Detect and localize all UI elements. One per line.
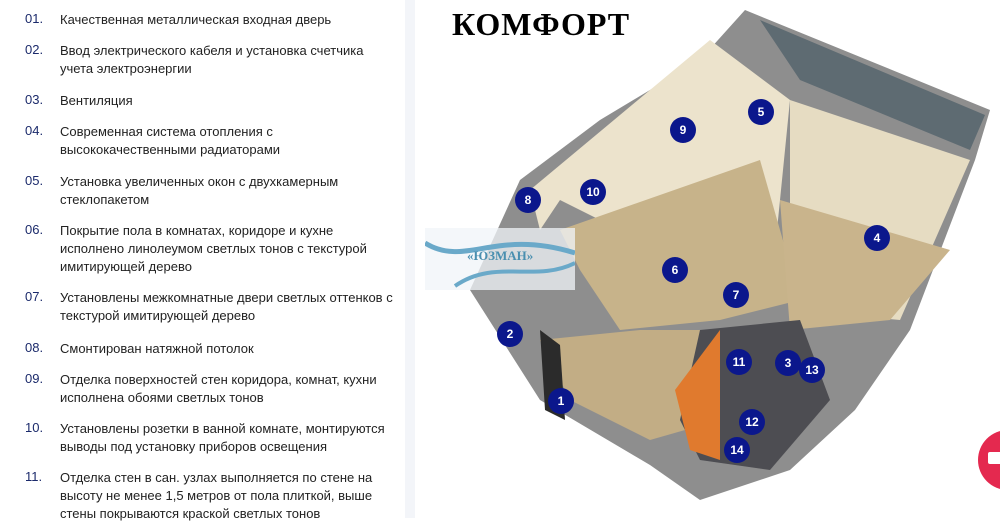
plan-marker[interactable]: 14	[724, 437, 750, 463]
feature-number: 02.	[25, 42, 44, 57]
plan-marker[interactable]: 11	[726, 349, 752, 375]
feature-text: Отделка поверхностей стен коридора, комн…	[60, 372, 377, 405]
feature-number: 11.	[25, 469, 43, 484]
feature-text: Ввод электрического кабеля и установка с…	[60, 43, 364, 76]
plan-marker[interactable]: 13	[799, 357, 825, 383]
feature-number: 03.	[25, 92, 44, 107]
feature-text: Отделка стен в сан. узлах выполняется по…	[60, 470, 373, 521]
feature-number: 09.	[25, 371, 44, 386]
feature-number: 08.	[25, 340, 44, 355]
plan-marker[interactable]: 1	[548, 388, 574, 414]
feature-number: 07.	[25, 289, 44, 304]
features-list: 01. Качественная металлическая входная дв…	[0, 0, 412, 521]
plan-marker[interactable]: 8	[515, 187, 541, 213]
feature-text: Покрытие пола в комнатах, коридоре и кух…	[60, 223, 367, 274]
feature-number: 01.	[25, 11, 44, 26]
feature-text: Современная система отопления с высокока…	[60, 124, 281, 157]
plan-marker[interactable]: 2	[497, 321, 523, 347]
feature-text: Установлены розетки в ванной комнате, мо…	[60, 421, 385, 454]
feature-text: Установлены межкомнатные двери светлых о…	[60, 290, 393, 323]
feature-number: 06.	[25, 222, 44, 237]
chat-button[interactable]	[978, 430, 1000, 490]
plan-marker[interactable]: 4	[864, 225, 890, 251]
page-title: КОМФОРТ	[452, 6, 631, 42]
feature-text: Вентиляция	[60, 93, 133, 108]
plan-marker[interactable]: 7	[723, 282, 749, 308]
logo-text: «ЮЗМАН»	[467, 248, 534, 263]
panel-divider	[405, 0, 415, 518]
plan-marker[interactable]: 12	[739, 409, 765, 435]
feature-number: 10.	[25, 420, 44, 435]
watermark-logo: «ЮЗМАН»	[425, 228, 575, 290]
plan-marker[interactable]: 9	[670, 117, 696, 143]
feature-text: Установка увеличенных окон с двухкамерны…	[60, 174, 339, 207]
feature-text: Качественная металлическая входная дверь	[60, 12, 332, 27]
feature-number: 05.	[25, 173, 44, 188]
feature-number: 04.	[25, 123, 44, 138]
feature-text: Смонтирован натяжной потолок	[60, 341, 254, 356]
plan-marker[interactable]: 3	[775, 350, 801, 376]
plan-marker[interactable]: 10	[580, 179, 606, 205]
plan-marker[interactable]: 5	[748, 99, 774, 125]
plan-marker[interactable]: 6	[662, 257, 688, 283]
wave-icon	[425, 240, 575, 288]
envelope-icon	[988, 452, 1000, 464]
